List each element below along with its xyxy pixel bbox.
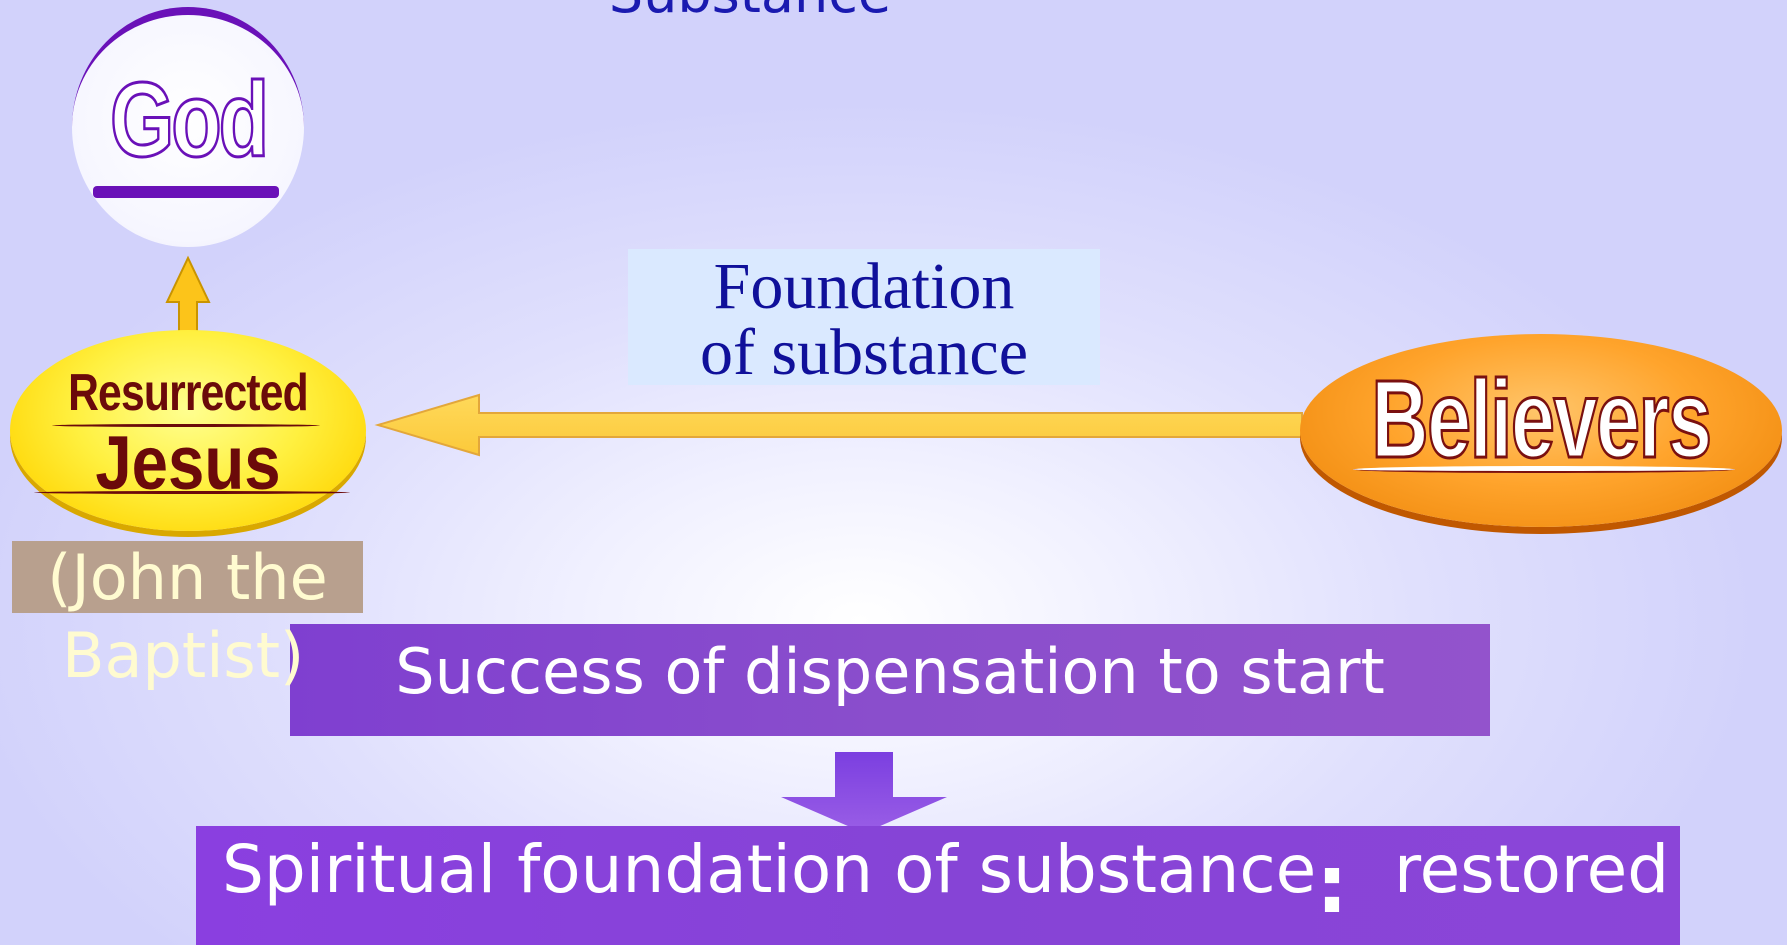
up-arrow-jesus-to-god xyxy=(165,255,211,333)
believers-node xyxy=(1300,334,1782,527)
jesus-rule-bottom xyxy=(34,491,350,494)
believers-underline xyxy=(1353,466,1735,473)
john-the-baptist-box xyxy=(12,541,363,613)
jesus-label-line1: Resurrected xyxy=(68,364,309,422)
left-arrow-believers-to-jesus xyxy=(374,393,1303,457)
restored-label: restored xyxy=(1394,831,1670,908)
god-underline xyxy=(93,186,279,198)
spiritual-foundation-label: Spiritual foundation of substance xyxy=(222,831,1317,908)
john-label-line2: Baptist) xyxy=(62,619,305,692)
god-circle xyxy=(72,7,304,247)
god-label: God xyxy=(109,60,270,181)
top-title: Substance xyxy=(580,0,920,22)
success-box xyxy=(290,624,1490,736)
believers-label: Believers xyxy=(1370,358,1713,481)
foundation-line2: of substance xyxy=(699,316,1029,389)
foundation-label: Foundation of substance xyxy=(628,254,1100,386)
foundation-line1: Foundation xyxy=(713,250,1015,323)
john-label-line1: (John the xyxy=(47,541,328,614)
jesus-label-line2: Jesus xyxy=(95,421,281,506)
resurrected-jesus-node xyxy=(10,330,366,531)
success-label: Success of dispensation to start xyxy=(395,635,1385,708)
spiritual-foundation-box xyxy=(196,826,1680,945)
spiritual-separator: : xyxy=(1316,838,1348,931)
foundation-label-box xyxy=(628,249,1100,385)
jesus-rule-top xyxy=(52,424,320,427)
down-arrow-success-to-spiritual xyxy=(781,752,947,833)
